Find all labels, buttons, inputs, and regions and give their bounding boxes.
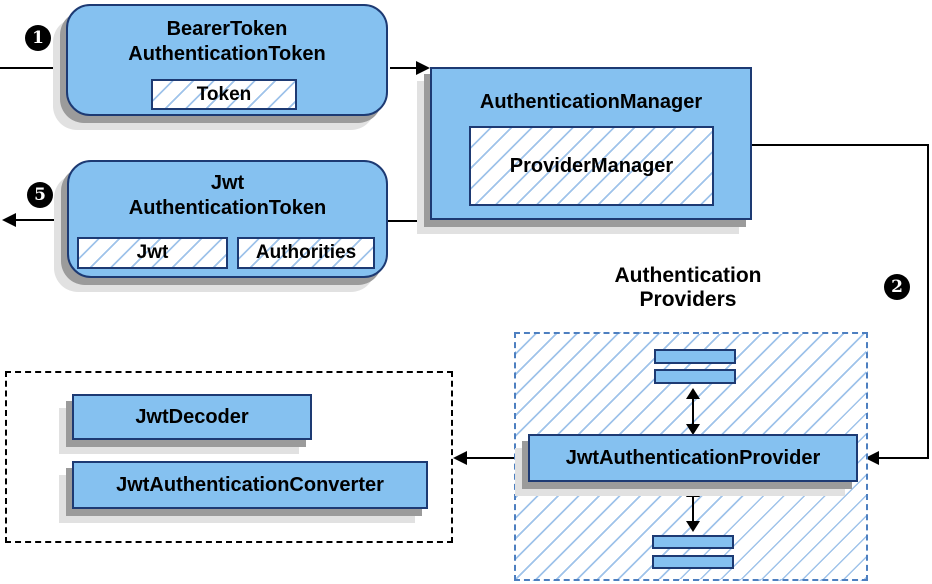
provider-stub-bar xyxy=(654,349,736,364)
step-1-badge: 1 xyxy=(25,25,51,51)
jwt-authentication-provider-node: JwtAuthenticationProvider xyxy=(528,434,858,482)
manager-to-provider-line-top xyxy=(752,144,929,146)
arrowhead-right-icon xyxy=(416,61,430,75)
bearer-token-authentication-token-node: BearerToken AuthenticationToken Token xyxy=(66,4,388,116)
authentication-providers-heading: Authentication Providers xyxy=(583,264,793,312)
provider-stub-bar xyxy=(654,369,736,384)
node-title-line: BearerToken xyxy=(166,18,288,40)
heading-line: Authentication xyxy=(614,264,762,287)
bearer-to-manager-line xyxy=(390,67,420,69)
provider-to-decoders-line xyxy=(467,457,514,459)
heading-line: Providers xyxy=(639,288,737,311)
manager-to-provider-line-bottom xyxy=(879,457,929,459)
provider-stub-bar xyxy=(652,555,734,569)
jwt-authentication-converter-node: JwtAuthenticationConverter xyxy=(72,461,428,509)
arrowhead-left-icon xyxy=(2,213,16,227)
node-title-line: AuthenticationToken xyxy=(128,43,326,65)
arrowhead-left-icon xyxy=(453,451,467,465)
jwt-decoder-node: JwtDecoder xyxy=(72,394,312,440)
step-5-badge: 5 xyxy=(27,182,53,208)
step-2-badge: 2 xyxy=(884,274,910,300)
manager-to-jwt-token-line xyxy=(388,220,432,222)
jwt-field: Jwt xyxy=(77,237,228,269)
authorities-field: Authorities xyxy=(237,237,375,269)
authentication-manager-node: AuthenticationManager ProviderManager xyxy=(430,67,752,220)
manager-to-provider-line-vertical xyxy=(927,144,929,459)
outgoing-result-line xyxy=(14,219,67,221)
jwt-authentication-token-node: Jwt AuthenticationToken Jwt Authorities xyxy=(67,160,388,278)
provider-stub-bar xyxy=(652,535,734,549)
provider-manager-field: ProviderManager xyxy=(469,126,714,206)
incoming-request-line xyxy=(0,67,64,69)
node-title: AuthenticationManager xyxy=(479,91,703,113)
arrowhead-left-icon xyxy=(865,451,879,465)
node-title-line: AuthenticationToken xyxy=(128,197,327,219)
node-title-line: Jwt xyxy=(210,172,245,194)
token-field: Token xyxy=(151,79,297,110)
